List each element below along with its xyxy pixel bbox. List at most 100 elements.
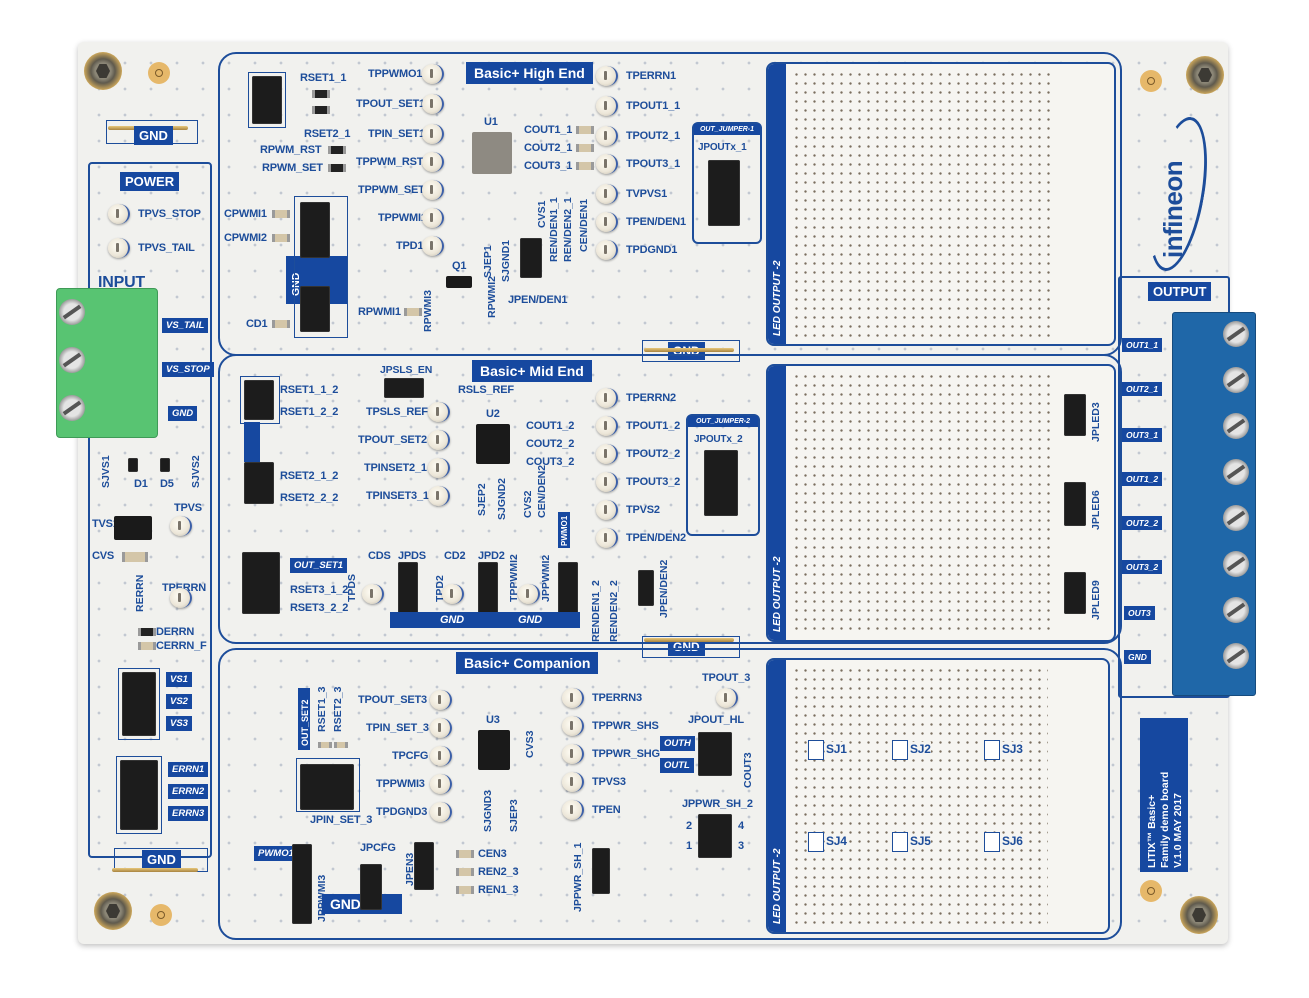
test-point-tpout2-2[interactable] bbox=[596, 444, 618, 464]
jpled9-header[interactable] bbox=[1064, 572, 1086, 614]
test-point-tpinset3-1[interactable] bbox=[428, 486, 450, 506]
test-point-tpout-3[interactable] bbox=[716, 688, 738, 708]
res-rpwm-set bbox=[328, 164, 346, 172]
pwm-header-bottom[interactable] bbox=[300, 286, 330, 332]
terminal-screw-icon[interactable] bbox=[1223, 367, 1249, 393]
jpen3-header[interactable] bbox=[414, 842, 434, 890]
gnd-strap-center[interactable] bbox=[644, 348, 734, 352]
test-point-tpd1[interactable] bbox=[422, 236, 444, 256]
sj6-pad[interactable] bbox=[984, 832, 1000, 852]
pwm-header-top[interactable] bbox=[300, 202, 330, 258]
test-point-tpout1-1[interactable] bbox=[596, 96, 618, 116]
test-point-tpen-den2[interactable] bbox=[596, 528, 618, 548]
test-point-tpin-set-3[interactable] bbox=[430, 718, 452, 738]
test-point-tpdgnd3[interactable] bbox=[430, 802, 452, 822]
terminal-screw-icon[interactable] bbox=[59, 347, 85, 373]
jpcfg-header[interactable] bbox=[360, 864, 382, 910]
jpled3-header[interactable] bbox=[1064, 394, 1086, 436]
jpd2-header[interactable] bbox=[478, 562, 498, 620]
sj2-pad[interactable] bbox=[892, 740, 908, 760]
jppwmi3-header[interactable] bbox=[292, 844, 312, 924]
jpin-set-3-header[interactable] bbox=[300, 764, 354, 810]
terminal-screw-icon[interactable] bbox=[1223, 643, 1249, 669]
jpinset2-2-header[interactable] bbox=[244, 462, 274, 504]
terminal-screw-icon[interactable] bbox=[59, 395, 85, 421]
jpout-hl-header[interactable] bbox=[698, 732, 732, 776]
jppwr-sh-2-header[interactable] bbox=[698, 814, 732, 858]
jpds-header[interactable] bbox=[398, 562, 418, 620]
test-point-tppwr-shs[interactable] bbox=[562, 716, 584, 736]
test-point-tpvs-stop[interactable] bbox=[108, 204, 130, 224]
jpsls-en-header[interactable] bbox=[384, 378, 424, 398]
jppwmi2-header[interactable] bbox=[558, 562, 578, 626]
terminal-screw-icon[interactable] bbox=[1223, 597, 1249, 623]
test-point-tpvs2[interactable] bbox=[596, 500, 618, 520]
test-point-tpout-set2[interactable] bbox=[428, 430, 450, 450]
test-point-tpen[interactable] bbox=[562, 800, 584, 820]
test-point-tpout3-1[interactable] bbox=[596, 154, 618, 174]
gnd-strap-center-2[interactable] bbox=[644, 638, 734, 642]
test-point-tpsls-ref[interactable] bbox=[428, 402, 450, 422]
test-point-tppwmi3[interactable] bbox=[430, 774, 452, 794]
test-point-tppwmi2[interactable] bbox=[518, 584, 540, 604]
led-output-area-1: LED OUTPUT -2 bbox=[766, 62, 1116, 346]
mid-end-title: Basic+ Mid End bbox=[472, 360, 592, 382]
test-point-tppwmo1[interactable] bbox=[422, 64, 444, 84]
test-point-tpout2-1[interactable] bbox=[596, 126, 618, 146]
jpinset3-2-header[interactable] bbox=[242, 552, 280, 614]
test-point-tpd2[interactable] bbox=[442, 584, 464, 604]
test-point-tpout1-2[interactable] bbox=[596, 416, 618, 436]
jpin-header[interactable] bbox=[252, 76, 282, 124]
label-cds: CDS bbox=[368, 550, 391, 562]
test-point-tppwr-shg[interactable] bbox=[562, 744, 584, 764]
test-point-tpvs3[interactable] bbox=[562, 772, 584, 792]
sj4-pad[interactable] bbox=[808, 832, 824, 852]
test-point-tperrn2[interactable] bbox=[596, 388, 618, 408]
errn-pin-header[interactable] bbox=[120, 760, 158, 830]
test-point-tpvs[interactable] bbox=[170, 516, 192, 536]
jpinset1-2-header[interactable] bbox=[244, 380, 274, 420]
terminal-screw-icon[interactable] bbox=[1223, 505, 1249, 531]
output-out1-2: OUT1_2 bbox=[1122, 472, 1163, 486]
gnd-strap[interactable] bbox=[112, 868, 198, 872]
test-point-tpds[interactable] bbox=[362, 584, 384, 604]
terminal-screw-icon[interactable] bbox=[1223, 459, 1249, 485]
jpoutx-1-header[interactable] bbox=[708, 160, 740, 226]
terminal-screw-icon[interactable] bbox=[1223, 413, 1249, 439]
test-point-tperrn[interactable] bbox=[170, 588, 192, 608]
test-point-tpcfg[interactable] bbox=[430, 746, 452, 766]
terminal-screw-icon[interactable] bbox=[1223, 321, 1249, 347]
label-tpout3-1: TPOUT3_1 bbox=[626, 158, 681, 170]
test-point-tpinset2-1[interactable] bbox=[428, 458, 450, 478]
test-point-tppwm-set[interactable] bbox=[422, 180, 444, 200]
sj5-pad[interactable] bbox=[892, 832, 908, 852]
version-line-2: Family demo board bbox=[1159, 771, 1171, 868]
label-u2: U2 bbox=[486, 408, 500, 420]
test-point-tperrn3[interactable] bbox=[562, 688, 584, 708]
test-point-tpout-set3[interactable] bbox=[430, 690, 452, 710]
test-point-tppwmi1[interactable] bbox=[422, 208, 444, 228]
test-point-tpvs-tail[interactable] bbox=[108, 238, 130, 258]
output-terminal-block[interactable] bbox=[1172, 312, 1256, 696]
test-point-tpen-den1[interactable] bbox=[596, 212, 618, 232]
jppwr-sh-1-header[interactable] bbox=[592, 848, 610, 894]
jpen-den2-header[interactable] bbox=[638, 570, 654, 606]
test-point-tppwm-rst[interactable] bbox=[422, 152, 444, 172]
jpen-den1-header[interactable] bbox=[520, 238, 542, 278]
terminal-screw-icon[interactable] bbox=[1223, 551, 1249, 577]
jpled6-header[interactable] bbox=[1064, 482, 1086, 526]
test-point-tpout-set1[interactable] bbox=[422, 94, 444, 114]
vs-pin-header[interactable] bbox=[122, 672, 156, 736]
sj1-pad[interactable] bbox=[808, 740, 824, 760]
gnd-tag-top: GND bbox=[134, 126, 173, 145]
jpoutx-2-header[interactable] bbox=[704, 450, 738, 516]
test-point-tpout3-2[interactable] bbox=[596, 472, 618, 492]
led-output-side-1: LED OUTPUT -2 bbox=[768, 64, 786, 344]
input-terminal-block[interactable] bbox=[56, 288, 158, 438]
test-point-tpdgnd1[interactable] bbox=[596, 240, 618, 260]
terminal-screw-icon[interactable] bbox=[59, 299, 85, 325]
test-point-tvpvs1[interactable] bbox=[596, 184, 618, 204]
test-point-tpin-set1[interactable] bbox=[422, 124, 444, 144]
test-point-tperrn1[interactable] bbox=[596, 66, 618, 86]
sj3-pad[interactable] bbox=[984, 740, 1000, 760]
